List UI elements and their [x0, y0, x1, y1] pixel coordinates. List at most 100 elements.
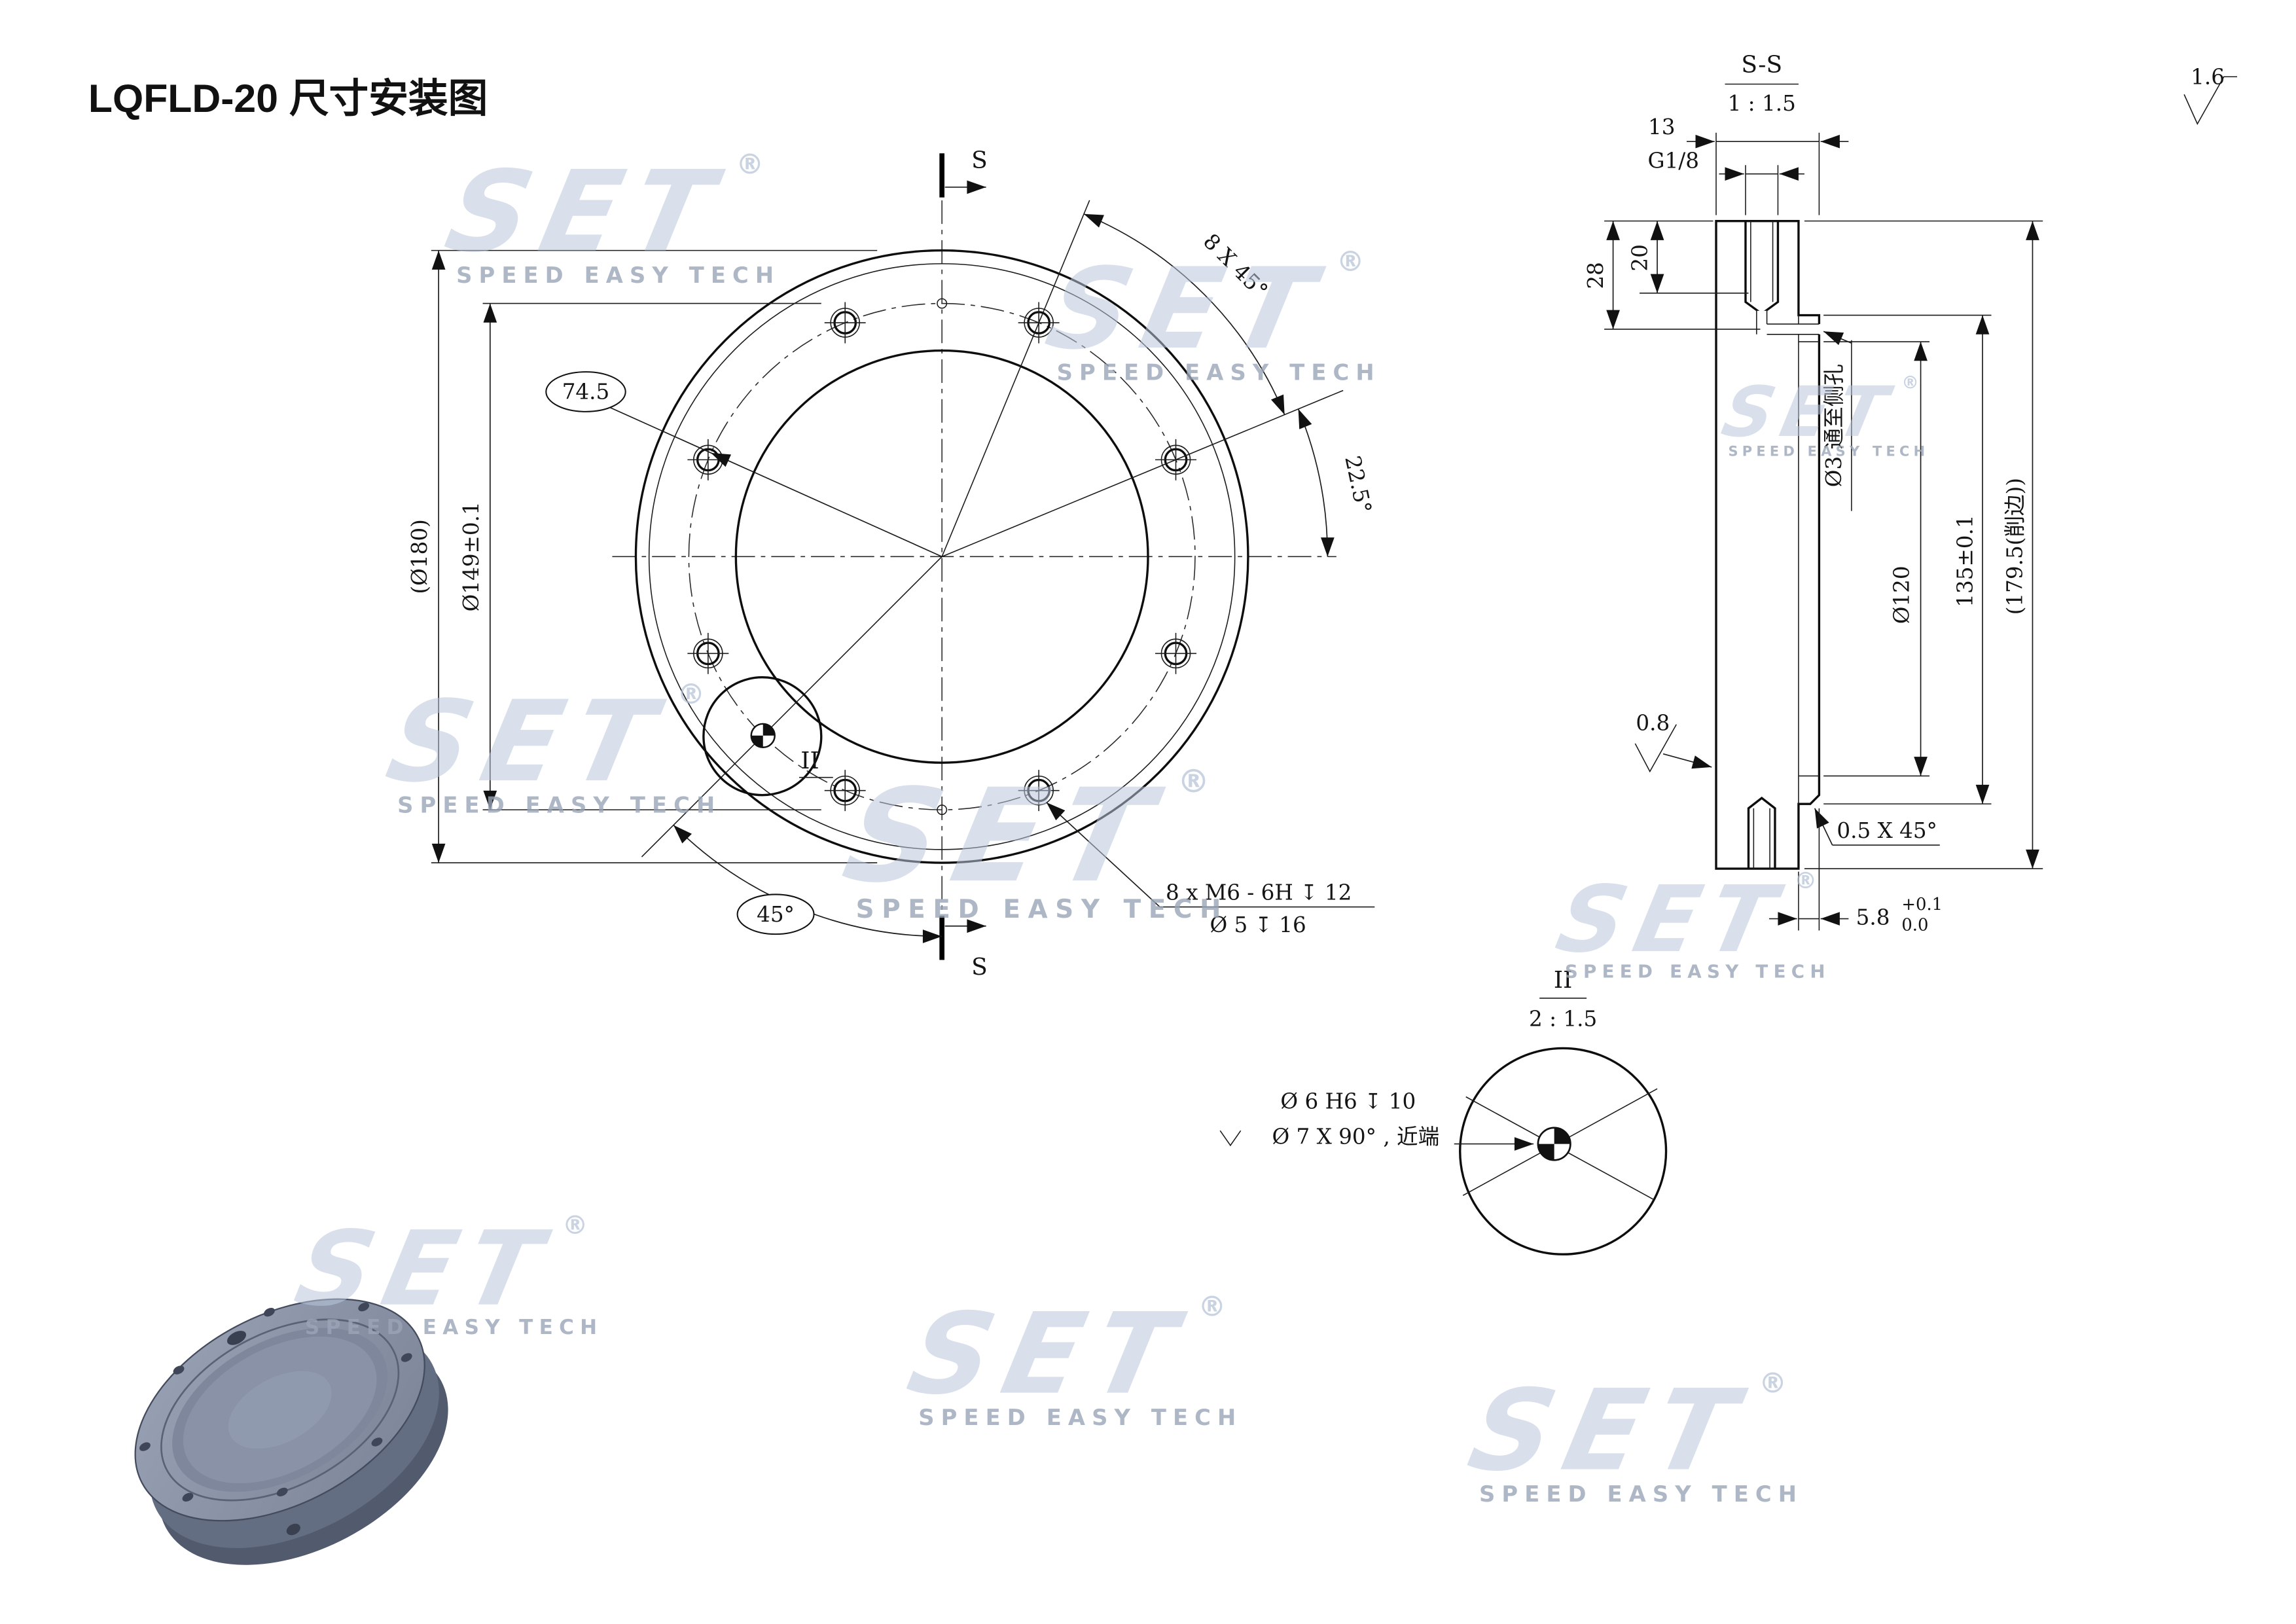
cross-hole-note-label: Ø3 通至侧孔	[1821, 364, 1846, 487]
detail-view: II 2 : 1.5 Ø 6 H6 ↧ 10 Ø 7 X 90° , 近端	[1219, 967, 1668, 1255]
watermark-registered: ®	[677, 678, 705, 711]
watermark-tagline: SPEED EASY TECH	[1479, 1481, 1803, 1507]
watermark-tagline: SPEED EASY TECH	[1565, 961, 1831, 983]
bolt-circle-dia-label: Ø149±0.1	[459, 501, 484, 611]
detail-ii-boundary	[702, 676, 823, 797]
roughness-check-icon	[2183, 76, 2238, 125]
watermarks: SET ® SPEED EASY TECH SET ® SPEED EASY T…	[286, 147, 1929, 1507]
radial-line-67	[941, 200, 1090, 557]
bolt-hole	[824, 302, 866, 344]
countersink-icon	[1219, 1130, 1242, 1147]
dowel-hole: II	[641, 556, 942, 857]
step-tol-upper: +0.1	[1901, 895, 1943, 914]
watermark-logo: SET	[1548, 866, 1795, 973]
outer-circle	[634, 249, 1249, 864]
detail-scale: 2 : 1.5	[1529, 1007, 1597, 1032]
watermark: SET ® SPEED EASY TECH	[1548, 866, 1831, 983]
section-title: S-S	[1741, 52, 1782, 79]
bolt-hole	[824, 770, 866, 812]
cross-hole-top	[937, 298, 948, 309]
page-title: LQFLD-20 尺寸安装图	[88, 76, 488, 120]
watermark-logo: SET	[1715, 372, 1902, 453]
detail-note-line1: Ø 6 H6 ↧ 10	[1280, 1089, 1416, 1114]
spigot-dia-label: 135±0.1	[1952, 514, 1977, 607]
dim-bore-dia: Ø120	[1823, 341, 1930, 777]
watermark-logo: SET	[833, 761, 1178, 911]
bolt-circle	[688, 302, 1196, 810]
section-letter-bottom: S	[971, 954, 988, 981]
bore-projection-lines	[1798, 315, 1820, 804]
bolt-hole	[1018, 770, 1060, 812]
iso-view	[134, 1298, 448, 1565]
watermark-tagline: SPEED EASY TECH	[1728, 444, 1929, 460]
watermark: SET ® SPEED EASY TECH	[377, 677, 721, 818]
watermark: SET ® SPEED EASY TECH	[1036, 244, 1381, 386]
bolt-circle-radius-label: 74.5	[562, 380, 610, 405]
port-thread-label: G1/8	[1648, 149, 1700, 173]
dowel-angle-label: 45°	[757, 902, 795, 927]
watermark-registered: ®	[1901, 372, 1918, 393]
bolt-hole	[687, 632, 729, 674]
section-view-title: S-S 1 : 1.5	[1725, 52, 1799, 116]
dim-step-height: 5.8 +0.1 0.0	[1768, 808, 1943, 935]
outer-dia-label: (Ø180)	[407, 519, 432, 594]
watermark-tagline: SPEED EASY TECH	[305, 1316, 603, 1339]
watermark-registered: ®	[1177, 763, 1210, 801]
thread-note-line2: Ø 5 ↧ 16	[1210, 912, 1306, 937]
corner-roughness-symbol: 1.6	[2183, 65, 2238, 125]
detail-boundary-circle	[1459, 1047, 1668, 1255]
watermark-tagline: SPEED EASY TECH	[918, 1405, 1242, 1430]
detail-note-line2: Ø 7 X 90° , 近端	[1272, 1125, 1439, 1149]
thickness-label: 13	[1648, 115, 1675, 139]
watermark-tagline: SPEED EASY TECH	[456, 262, 780, 288]
trimmed-dia-label: (179.5(削边))	[2003, 478, 2028, 615]
dim-depth-28: 28	[1583, 220, 1761, 330]
watermark: SET ® SPEED EASY TECH	[1459, 1365, 1803, 1507]
dim-bolt-circle-dia: Ø149±0.1	[459, 302, 821, 810]
dim-dowel-angle: 45°	[673, 824, 942, 943]
bore-circle	[734, 349, 1149, 764]
iso-port-hole	[227, 1331, 247, 1345]
bolt-holes	[687, 302, 1196, 812]
detail-dowel-hole	[1537, 1127, 1571, 1161]
section-mark-top: S	[939, 147, 988, 198]
dim-outer-dia: (Ø180)	[407, 249, 878, 863]
roughness-check-icon	[1634, 724, 1677, 773]
watermark-logo: SET	[286, 1209, 563, 1329]
thread-depth-20-label: 20	[1627, 244, 1652, 271]
watermark-logo: SET	[436, 147, 736, 277]
depth-28-label: 28	[1583, 262, 1608, 289]
bottom-thread-pocket	[1747, 797, 1776, 869]
chamfer-label: 0.5 X 45°	[1837, 818, 1937, 843]
cross-hole-passage	[1756, 310, 1821, 335]
dim-bolt-circle-radius: 74.5	[545, 371, 942, 558]
watermark-registered: ®	[562, 1211, 588, 1240]
watermark-registered: ®	[1759, 1367, 1787, 1400]
thread-note: 8 x M6 - 6H ↧ 12 Ø 5 ↧ 16	[1046, 802, 1375, 937]
dim-spigot-dia: 135±0.1	[1823, 314, 1992, 804]
watermark-logo: SET	[1036, 244, 1336, 374]
watermark-registered: ®	[1794, 867, 1817, 894]
detail-title: II	[1554, 967, 1572, 994]
chamfer-callout: 0.5 X 45°	[1814, 808, 1940, 846]
cross-hole-note: Ø3 通至侧孔	[1821, 331, 1852, 511]
iso-center	[228, 1371, 332, 1449]
watermark-tagline: SPEED EASY TECH	[856, 895, 1229, 924]
section-view: S-S 1 : 1.5 13 G1/8 28	[1583, 52, 2043, 935]
watermark-tagline: SPEED EASY TECH	[1057, 360, 1381, 386]
dim-thread-depth-20: 20	[1627, 221, 1749, 294]
watermark-logo: SET	[1459, 1365, 1759, 1496]
watermark-registered: ®	[1198, 1291, 1226, 1324]
section-letter-top: S	[971, 147, 988, 174]
dim-thickness: 13	[1648, 115, 1849, 215]
iso-bolt-holes	[139, 1303, 412, 1502]
port-thread-pocket	[1744, 221, 1780, 316]
section-mark-bottom: S	[939, 916, 988, 981]
bore-dia-label: Ø120	[1890, 566, 1914, 624]
watermark-registered: ®	[736, 149, 764, 181]
detail-ii-callout: II	[800, 748, 819, 774]
dim-trimmed-dia: (179.5(削边))	[1804, 220, 2043, 869]
watermark-tagline: SPEED EASY TECH	[397, 793, 721, 818]
radial-line-22	[941, 389, 1344, 558]
